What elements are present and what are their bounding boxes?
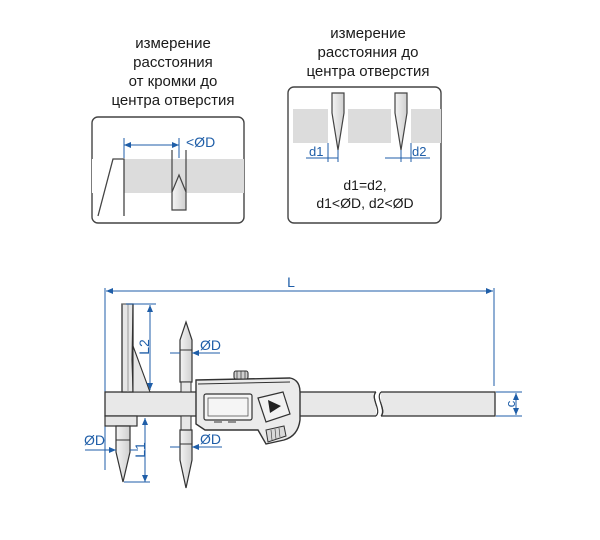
right-panel-caption: измерение расстояния до центра отверстия — [283, 24, 453, 81]
wheel-knurl — [274, 428, 277, 440]
wheel-knurl — [278, 427, 281, 438]
fixed-jaw-upper — [121, 303, 134, 393]
workpiece-band — [293, 109, 441, 143]
l2-label: L2 — [136, 339, 152, 355]
od-upper-label: ØD — [200, 337, 221, 353]
lcd-inner — [207, 397, 249, 417]
play-triangle-icon — [268, 400, 281, 413]
caption-line: измерение — [135, 35, 211, 52]
formula-line-1: d1=d2, — [343, 177, 386, 193]
edge-jaw — [97, 158, 125, 217]
d1-label: d1 — [309, 144, 323, 159]
length-label: L — [287, 274, 295, 290]
cone-tip-1 — [331, 92, 345, 151]
lower-cone-tip — [179, 429, 193, 489]
cone-tip — [171, 173, 187, 211]
slider-lip — [197, 381, 291, 385]
od-lower-left-label: ØD — [84, 432, 105, 448]
rod-collar — [180, 415, 192, 431]
beam-break-line — [373, 391, 379, 417]
caption-line: расстояния — [133, 54, 213, 71]
caption-line: центра отверстия — [111, 92, 235, 109]
jaw-web — [132, 345, 151, 393]
rod-collar — [180, 381, 192, 393]
thickness-label: c — [503, 400, 518, 407]
caption-line: расстояния до — [317, 44, 419, 61]
left-inset-panel: <ØD — [91, 116, 245, 224]
d2-label: d2 — [412, 144, 426, 159]
lcd-display — [203, 393, 253, 421]
lower-left-cone-tip — [115, 425, 131, 483]
cone-tip-2 — [394, 92, 408, 151]
fixed-jaw-lower — [104, 415, 138, 427]
od-limit-label: <ØD — [186, 134, 215, 150]
caption-line: измерение — [330, 25, 406, 42]
beam-gap — [376, 391, 381, 417]
wheel-knurl — [270, 429, 273, 441]
caption-line: от кромки до — [128, 73, 218, 90]
right-inset-panel: d1 d2 d1=d2, d1<ØD, d2<ØD — [287, 86, 442, 224]
caption-line: центра отверстия — [306, 63, 430, 80]
caliper-drawing: L c L1 L2 ØD — [84, 274, 522, 489]
od-lower-right-label: ØD — [200, 431, 221, 447]
upper-cone-tip — [179, 320, 193, 383]
beam-break-line — [378, 391, 384, 417]
formula-line-2: d1<ØD, d2<ØD — [316, 195, 413, 211]
l1-label: L1 — [132, 442, 148, 458]
left-panel-caption: измерение расстояния от кромки до центра… — [88, 34, 258, 110]
